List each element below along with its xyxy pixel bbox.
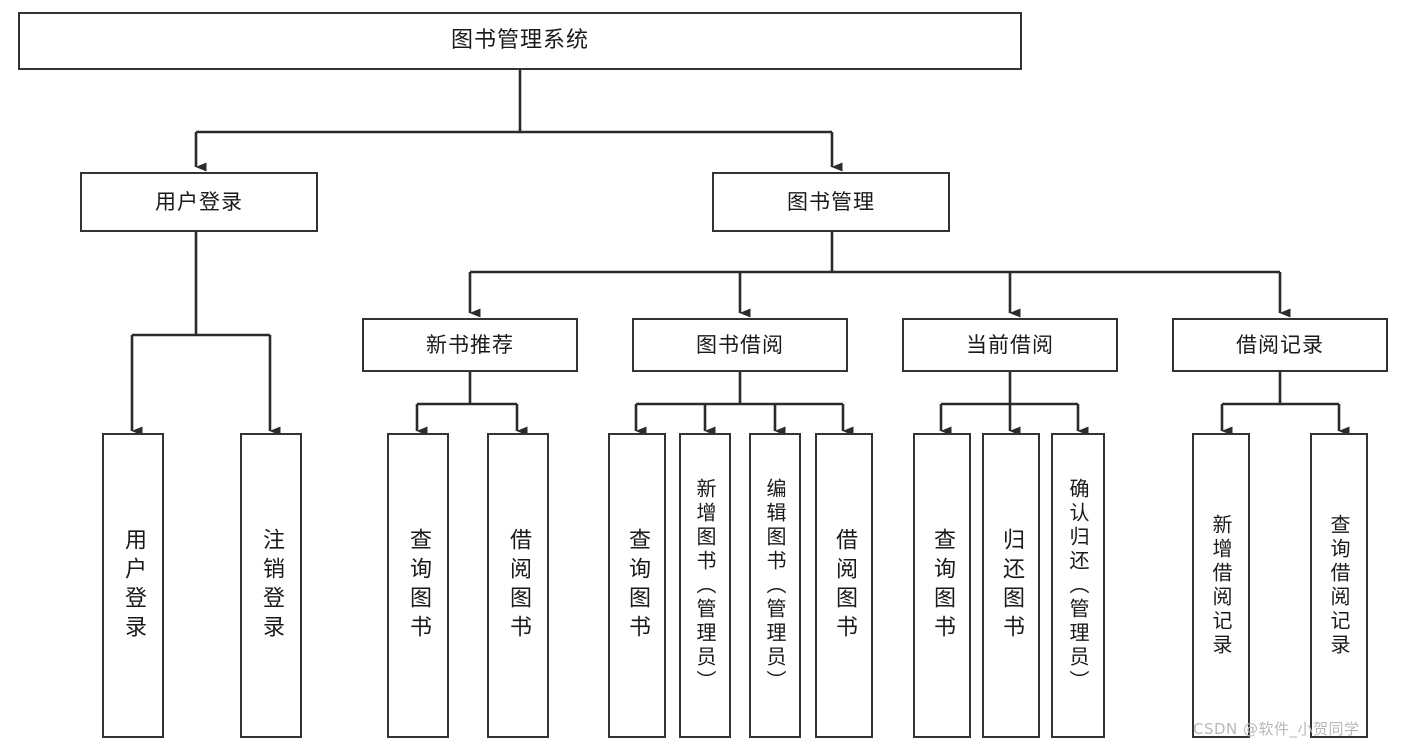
- leaf-record-query-record[interactable]: 查询借阅记录: [1310, 433, 1368, 738]
- leaf-current-query-book-label: 查询图书: [930, 527, 955, 644]
- leaf-new-book-query-label: 查询图书: [406, 527, 431, 644]
- leaf-borrow-add-book-admin-label: 新增图书（管理员）: [693, 477, 717, 694]
- leaf-user-login-signin-label: 用户登录: [121, 527, 146, 644]
- node-new-book-recommend-label: 新书推荐: [426, 332, 514, 357]
- leaf-borrow-query-book[interactable]: 查询图书: [608, 433, 666, 738]
- leaf-user-login-signin[interactable]: 用户登录: [102, 433, 164, 738]
- node-user-login[interactable]: 用户登录: [80, 172, 318, 232]
- leaf-user-login-signout-label: 注销登录: [259, 527, 284, 644]
- node-book-management[interactable]: 图书管理: [712, 172, 950, 232]
- node-root-system[interactable]: 图书管理系统: [18, 12, 1022, 70]
- node-borrow-record-label: 借阅记录: [1236, 332, 1324, 357]
- leaf-record-add-record-label: 新增借阅记录: [1209, 513, 1233, 658]
- leaf-current-return-book-label: 归还图书: [999, 527, 1024, 644]
- leaf-new-book-query[interactable]: 查询图书: [387, 433, 449, 738]
- node-current-borrow-label: 当前借阅: [966, 332, 1054, 357]
- leaf-borrow-borrow-book[interactable]: 借阅图书: [815, 433, 873, 738]
- node-borrow-record[interactable]: 借阅记录: [1172, 318, 1388, 372]
- leaf-new-book-borrow-label: 借阅图书: [506, 527, 531, 644]
- node-current-borrow[interactable]: 当前借阅: [902, 318, 1118, 372]
- leaf-current-return-book[interactable]: 归还图书: [982, 433, 1040, 738]
- leaf-record-query-record-label: 查询借阅记录: [1327, 513, 1351, 658]
- node-book-management-label: 图书管理: [787, 189, 875, 214]
- leaf-borrow-add-book-admin[interactable]: 新增图书（管理员）: [679, 433, 731, 738]
- leaf-borrow-borrow-book-label: 借阅图书: [832, 527, 857, 644]
- node-book-borrow[interactable]: 图书借阅: [632, 318, 848, 372]
- leaf-borrow-edit-book-admin-label: 编辑图书（管理员）: [763, 477, 787, 694]
- node-user-login-label: 用户登录: [155, 189, 243, 214]
- node-book-borrow-label: 图书借阅: [696, 332, 784, 357]
- leaf-current-confirm-return-admin-label: 确认归还（管理员）: [1066, 477, 1090, 694]
- leaf-record-add-record[interactable]: 新增借阅记录: [1192, 433, 1250, 738]
- leaf-borrow-query-book-label: 查询图书: [625, 527, 650, 644]
- node-root-system-label: 图书管理系统: [450, 28, 589, 54]
- leaf-new-book-borrow[interactable]: 借阅图书: [487, 433, 549, 738]
- leaf-user-login-signout[interactable]: 注销登录: [240, 433, 302, 738]
- leaf-current-confirm-return-admin[interactable]: 确认归还（管理员）: [1051, 433, 1105, 738]
- csdn-watermark: CSDN @软件_小贺同学: [1193, 720, 1360, 738]
- leaf-current-query-book[interactable]: 查询图书: [913, 433, 971, 738]
- node-new-book-recommend[interactable]: 新书推荐: [362, 318, 578, 372]
- leaf-borrow-edit-book-admin[interactable]: 编辑图书（管理员）: [749, 433, 801, 738]
